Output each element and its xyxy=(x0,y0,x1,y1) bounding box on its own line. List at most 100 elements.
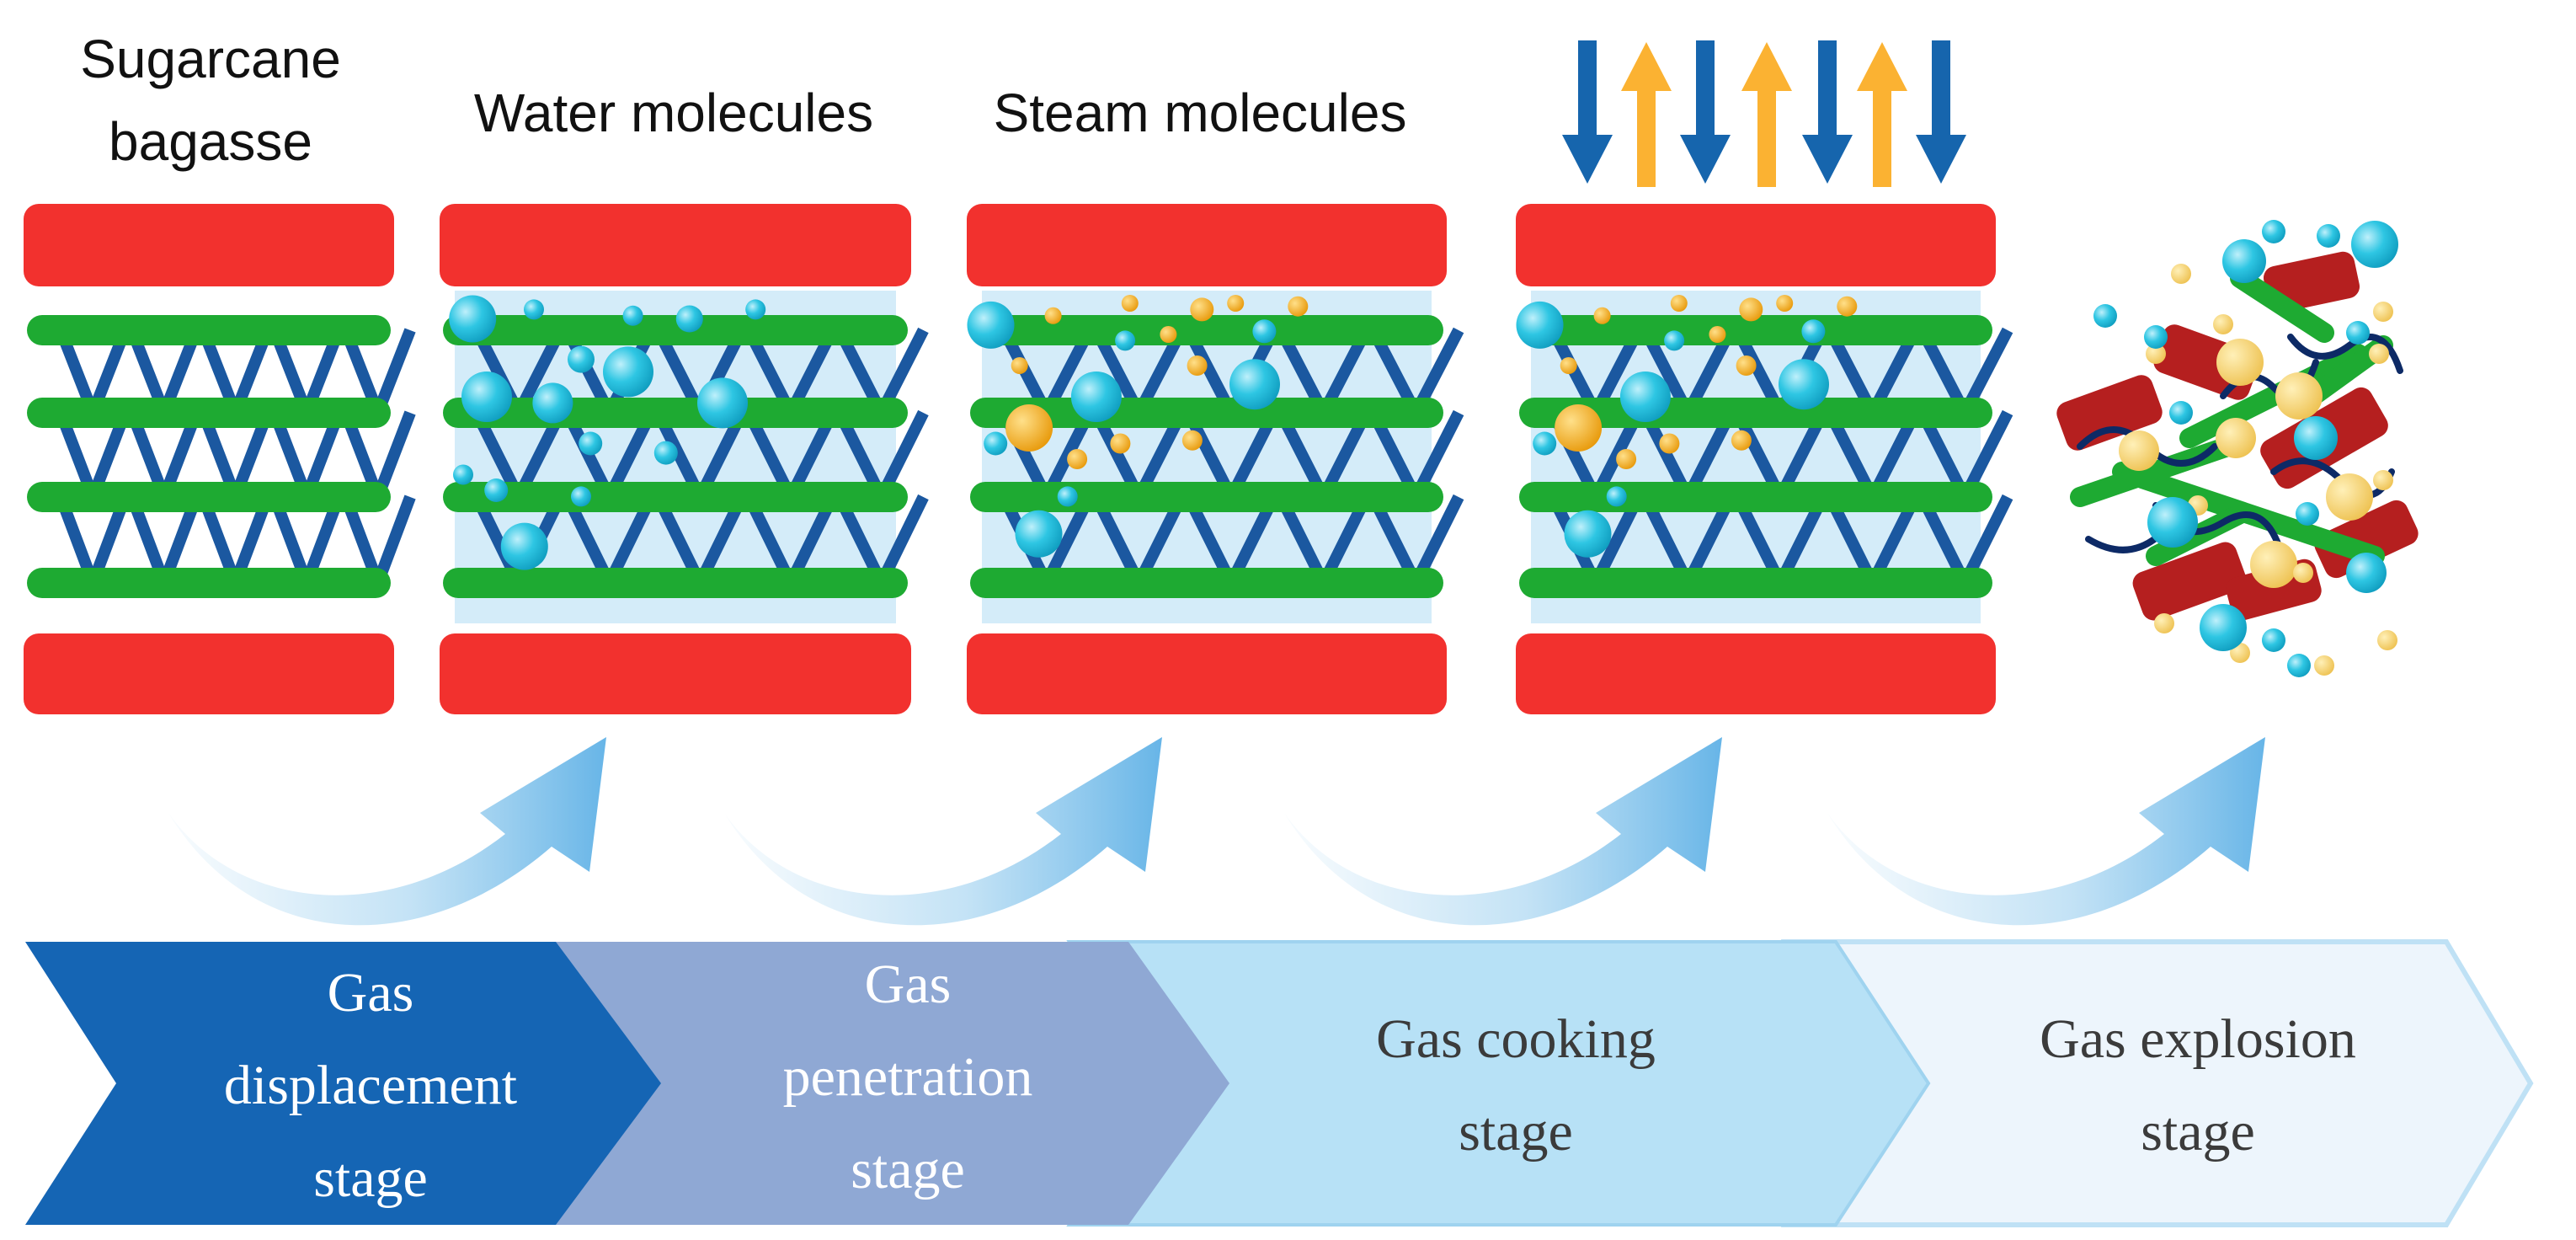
water-molecule xyxy=(2222,239,2266,283)
water-molecule xyxy=(579,431,603,456)
water-molecule xyxy=(1057,486,1078,507)
steam-molecule xyxy=(1670,295,1688,312)
water-molecule xyxy=(2262,220,2285,243)
panel-3 xyxy=(967,204,1464,714)
pressure-up-arrow-icon xyxy=(1621,42,1672,187)
pressure-up-arrow-icon xyxy=(1857,42,1907,187)
cellulose-fiber xyxy=(443,568,908,598)
fiber-panels xyxy=(24,204,2013,714)
stage-2-line2: penetration xyxy=(783,1046,1033,1108)
exploded-debris xyxy=(2056,220,2419,677)
pressure-arrows xyxy=(1562,40,1966,187)
panel-2 xyxy=(440,204,929,714)
water-molecule xyxy=(1801,319,1826,344)
stage-bar: Gas displacement stage Gas penetration s… xyxy=(25,939,2534,1227)
steam-molecule xyxy=(1560,357,1577,374)
plate-top xyxy=(967,204,1447,286)
panel-4 xyxy=(1516,204,2013,714)
water-molecule xyxy=(1015,510,1063,558)
water-molecule xyxy=(697,377,748,429)
sugar-particle xyxy=(2373,470,2393,490)
stage-2-line1: Gas xyxy=(865,954,952,1015)
pressure-down-arrow-icon xyxy=(1562,40,1613,184)
water-molecule xyxy=(2317,224,2340,248)
label-water-molecules: Water molecules xyxy=(474,83,873,143)
water-molecule xyxy=(603,346,653,398)
cellulose-fiber xyxy=(1519,482,1992,512)
steam-molecule xyxy=(1739,297,1763,322)
stage-1-line1: Gas xyxy=(328,962,414,1024)
cellulose-fragment xyxy=(2230,268,2334,343)
curved-arrows xyxy=(168,737,2265,926)
water-molecule xyxy=(1252,319,1277,344)
water-molecule xyxy=(1564,510,1612,558)
steam-molecule xyxy=(1011,357,1028,374)
hemicellulose-strand xyxy=(2287,334,2403,374)
steam-molecule xyxy=(1555,404,1603,452)
lignin-fragment xyxy=(2314,500,2419,579)
water-molecule xyxy=(2169,401,2193,425)
plate-top xyxy=(1516,204,1996,286)
plate-bottom xyxy=(967,633,1447,714)
cellulose-fiber xyxy=(27,398,391,428)
sugar-particle xyxy=(2216,339,2264,386)
sugar-particle xyxy=(2293,563,2313,583)
steam-molecule xyxy=(1110,433,1131,454)
sugar-particle xyxy=(2213,314,2233,334)
steam-molecule xyxy=(1593,307,1611,324)
water-molecule xyxy=(653,441,678,465)
water-molecule xyxy=(1779,359,1829,410)
water-molecule xyxy=(2093,304,2117,328)
label-steam-molecules: Steam molecules xyxy=(994,83,1407,143)
steam-molecule xyxy=(1776,295,1794,312)
cellulose-fiber xyxy=(1519,315,1992,345)
lignin-fragment xyxy=(2132,542,2247,621)
water-molecule xyxy=(967,301,1015,349)
cellulose-fiber xyxy=(27,315,391,345)
water-molecule xyxy=(2147,497,2198,548)
stage-3-line2: stage xyxy=(1459,1101,1573,1162)
water-molecule xyxy=(2296,502,2319,526)
water-molecule xyxy=(1070,371,1122,422)
water-molecule xyxy=(622,305,643,326)
curved-arrow-icon xyxy=(1827,737,2265,926)
water-molecule xyxy=(1229,359,1280,410)
water-molecule xyxy=(2287,654,2311,677)
cellulose-fiber xyxy=(443,315,908,345)
water-molecule xyxy=(568,345,595,373)
steam-molecule xyxy=(1616,449,1637,469)
panel-1 xyxy=(24,204,416,714)
water-molecule xyxy=(449,295,497,343)
water-molecule xyxy=(453,464,473,485)
stage-2-chevron xyxy=(522,942,1229,1225)
steam-molecule xyxy=(1121,295,1139,312)
steam-molecule xyxy=(1067,449,1088,469)
stage-1-line3: stage xyxy=(313,1147,428,1209)
water-molecule xyxy=(484,478,509,502)
steam-molecule xyxy=(1837,296,1858,317)
label-sugarcane-line1: Sugarcane xyxy=(80,29,341,89)
sugar-particle xyxy=(2146,344,2166,364)
pressure-down-arrow-icon xyxy=(1916,40,1966,184)
water-molecule xyxy=(1516,301,1564,349)
water-molecule xyxy=(2294,416,2338,460)
water-molecule xyxy=(571,486,591,507)
water-molecule xyxy=(2346,321,2370,345)
plate-top xyxy=(24,204,394,286)
water-molecule xyxy=(2144,325,2168,349)
sugar-particle xyxy=(2326,473,2373,521)
stage-1-chevron xyxy=(25,942,661,1225)
steam-molecule xyxy=(1160,326,1177,343)
water-molecule xyxy=(524,299,544,320)
steam-molecule xyxy=(1288,296,1309,317)
water-molecule xyxy=(1115,330,1136,351)
label-sugarcane-line2: bagasse xyxy=(109,111,312,172)
water-molecule xyxy=(984,431,1008,456)
steam-molecule xyxy=(1190,297,1214,322)
steam-molecule xyxy=(1659,433,1680,454)
pressure-down-arrow-icon xyxy=(1680,40,1731,184)
pressure-up-arrow-icon xyxy=(1741,42,1792,187)
water-molecule xyxy=(461,371,512,422)
water-molecule xyxy=(675,305,703,333)
